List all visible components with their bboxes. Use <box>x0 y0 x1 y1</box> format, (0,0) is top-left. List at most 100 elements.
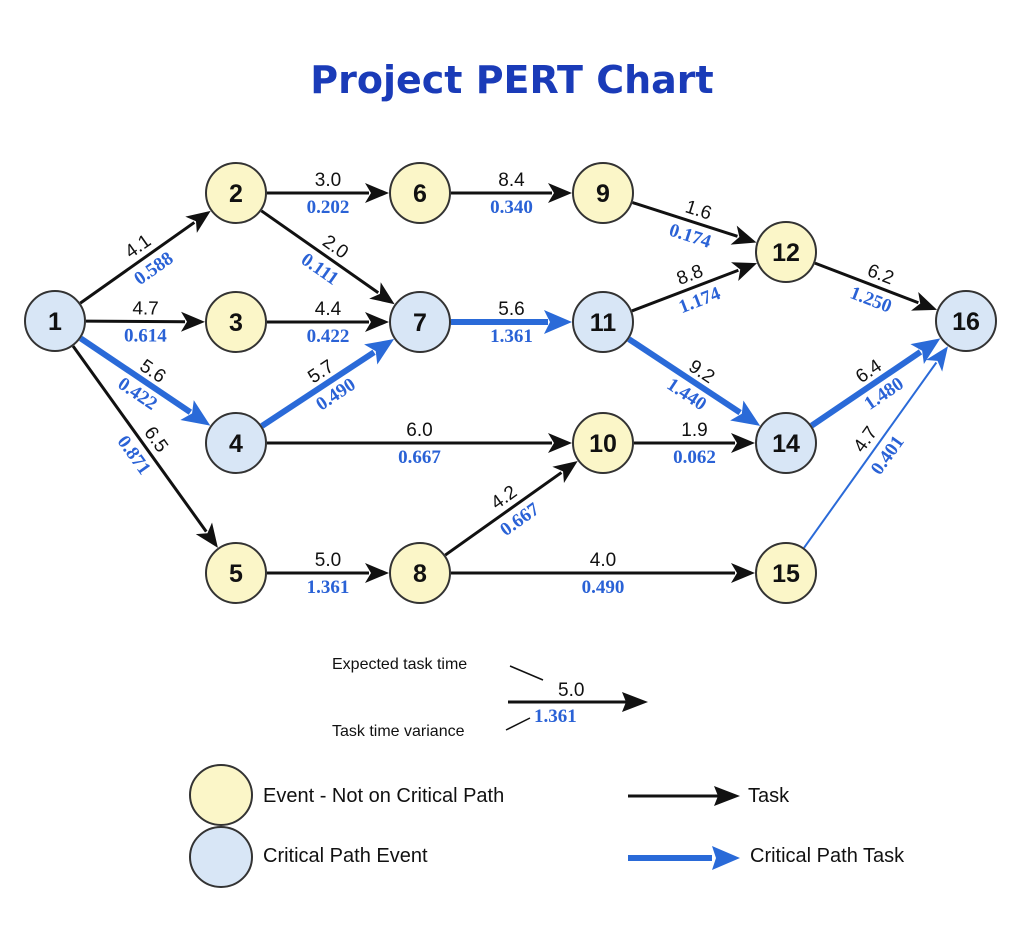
event-circle <box>389 162 451 224</box>
task-time-label: 3.0 <box>315 170 341 191</box>
task-arrowhead <box>552 460 578 484</box>
task-arrowhead <box>369 282 395 305</box>
event-circle <box>755 221 817 283</box>
task-arrowhead <box>365 183 389 203</box>
critical-event-circle <box>572 291 634 353</box>
critical-event-circle <box>755 412 817 474</box>
task-11-12: 8.81.174 <box>631 261 758 318</box>
task-arrow-line <box>85 319 186 324</box>
event-node-11: 11 <box>572 291 634 353</box>
task-14-16: 6.41.480 <box>809 338 941 429</box>
event-node-15: 15 <box>755 542 817 604</box>
task-arrowhead <box>730 400 761 426</box>
event-node-12: 12 <box>755 221 817 283</box>
event-node-9: 9 <box>572 162 634 224</box>
event-number: 1 <box>48 308 62 336</box>
task-time-label: 1.9 <box>681 420 707 441</box>
event-circle <box>205 291 267 353</box>
event-number: 3 <box>229 309 243 337</box>
event-number: 6 <box>413 180 427 208</box>
task-7-11: 5.61.361 <box>451 299 572 347</box>
event-number: 16 <box>952 308 980 336</box>
event-number: 15 <box>772 560 800 588</box>
task-2-6: 3.0 0.202 <box>267 170 389 218</box>
legend-expected-pointer <box>509 665 544 681</box>
task-arrowhead <box>365 312 389 332</box>
legend-critical-event-icon <box>189 826 253 888</box>
task-arrowhead <box>731 563 755 583</box>
event-circle <box>572 412 634 474</box>
task-arrowhead <box>180 400 211 426</box>
task-9-12: 1.60.174 <box>632 197 757 253</box>
task-1-4: 5.60.422 <box>79 335 211 426</box>
task-time-label: 6.0 <box>406 420 432 441</box>
critical-event-circle <box>935 290 997 352</box>
task-variance-label: 0.490 <box>582 577 625 598</box>
task-arrow-line <box>632 201 738 238</box>
event-number: 12 <box>772 239 800 267</box>
task-arrowhead <box>731 262 758 281</box>
task-arrow-line <box>803 361 938 549</box>
legend-critical-event-label: Critical Path Event <box>263 845 428 867</box>
task-arrow-line <box>71 345 208 533</box>
task-time-label: 5.6 <box>498 299 524 320</box>
task-arrowhead <box>365 563 389 583</box>
legend-example-variance: 1.361 <box>534 706 577 727</box>
event-node-14: 14 <box>755 412 817 474</box>
critical-event-circle <box>205 412 267 474</box>
legend-variance-pointer <box>505 717 531 731</box>
event-number: 7 <box>413 309 427 337</box>
task-arrow-line <box>79 335 193 415</box>
event-number: 8 <box>413 560 427 588</box>
event-node-5: 5 <box>205 542 267 604</box>
event-node-1: 1 <box>24 290 86 352</box>
task-arrow-line <box>631 268 739 313</box>
task-arrowhead <box>910 338 941 365</box>
task-variance-label: 0.174 <box>666 220 714 253</box>
task-8-15: 4.0 0.490 <box>451 550 755 598</box>
event-number: 11 <box>590 309 617 337</box>
legend-normal-event-icon <box>189 764 253 826</box>
task-arrowhead <box>185 210 211 233</box>
task-arrow-line <box>260 349 376 429</box>
task-time-label: 4.7 <box>132 298 159 319</box>
task-arrow-line <box>809 349 923 429</box>
task-variance-label: 0.667 <box>398 447 441 468</box>
task-arrow-line <box>444 471 563 557</box>
event-node-8: 8 <box>389 542 451 604</box>
event-node-10: 10 <box>572 412 634 474</box>
task-time-label: 5.0 <box>315 550 341 571</box>
task-variance-label: 0.614 <box>124 325 167 346</box>
event-number: 9 <box>596 180 610 208</box>
task-6-9: 8.40.340 <box>451 170 572 218</box>
legend-expected-label: Expected task time <box>332 656 467 673</box>
event-node-3: 3 <box>205 291 267 353</box>
event-circle <box>205 542 267 604</box>
event-number: 10 <box>589 430 617 458</box>
task-1-2: 4.10.588 <box>79 210 211 305</box>
event-number: 14 <box>772 430 800 458</box>
event-node-2: 2 <box>205 162 267 224</box>
critical-event-circle <box>389 291 451 353</box>
event-node-16: 16 <box>935 290 997 352</box>
task-arrow-line <box>260 209 380 294</box>
event-circle <box>389 542 451 604</box>
task-arrowhead <box>731 433 755 453</box>
event-number: 5 <box>229 560 243 588</box>
event-circle <box>205 162 267 224</box>
task-time-label: 4.4 <box>315 299 342 320</box>
legend-variance-label: Task time variance <box>332 723 465 740</box>
task-variance-label: 1.361 <box>307 577 350 598</box>
event-circle <box>572 162 634 224</box>
task-12-16: 6.21.250 <box>814 260 938 317</box>
task-variance-label: 0.062 <box>673 447 716 468</box>
task-variance-label: 0.422 <box>307 326 350 347</box>
event-number: 2 <box>229 180 243 208</box>
event-number: 4 <box>229 430 243 458</box>
task-arrow-line <box>79 221 196 305</box>
task-8-10: 4.20.667 <box>444 460 578 557</box>
task-variance-label: 0.202 <box>307 197 350 218</box>
legend-task-label: Task <box>748 785 790 807</box>
task-time-label: 4.0 <box>590 550 616 571</box>
